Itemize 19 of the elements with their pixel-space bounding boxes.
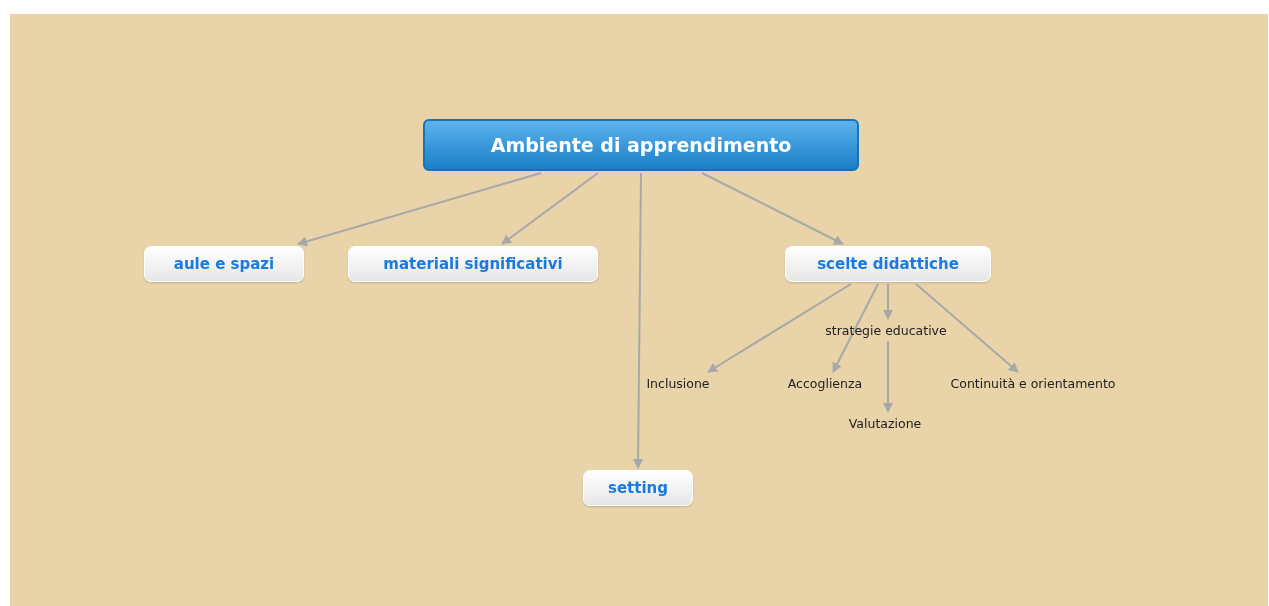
- concept-box: setting: [583, 470, 693, 506]
- arrow: [707, 283, 852, 373]
- arrow: [701, 172, 844, 245]
- concept-label: Accoglienza: [778, 374, 872, 392]
- concept-box: scelte didattiche: [785, 246, 991, 282]
- concept-box: aule e spazi: [144, 246, 304, 282]
- concept-label: Inclusione: [636, 374, 720, 392]
- concept-box: Ambiente di apprendimento: [423, 119, 859, 171]
- linking-phrase: strategie educative: [810, 321, 962, 339]
- arrow: [832, 283, 879, 373]
- arrow: [915, 283, 1019, 373]
- arrow: [883, 340, 893, 413]
- arrow: [883, 283, 893, 320]
- concept-label: Continuità e orientamento: [930, 374, 1136, 392]
- arrow: [501, 172, 599, 245]
- arrow: [297, 172, 542, 247]
- concept-box: materiali significativi: [348, 246, 598, 282]
- concept-label: Valutazione: [838, 414, 932, 432]
- arrow: [633, 172, 644, 469]
